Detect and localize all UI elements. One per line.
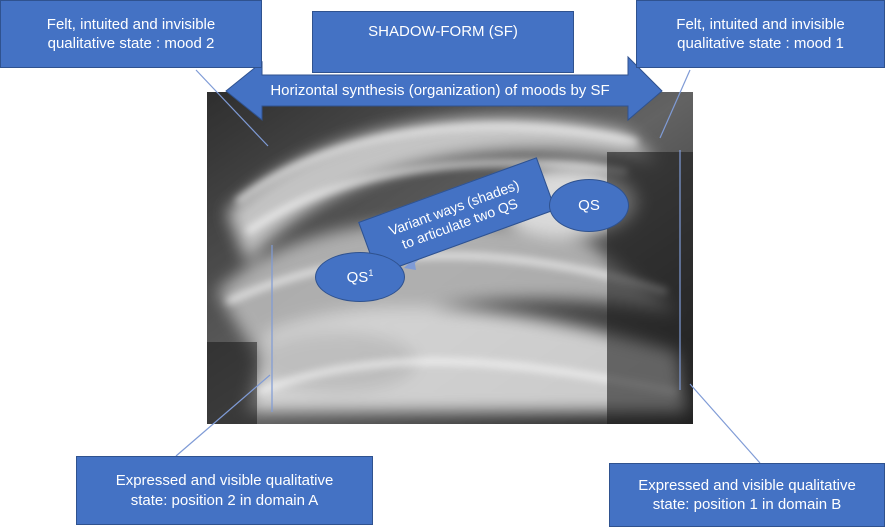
qs-label: QS xyxy=(578,197,600,214)
shadow-form-title-box: SHADOW-FORM (SF) xyxy=(312,11,574,73)
qs1-base: QS xyxy=(347,269,369,286)
position-1-box: Expressed and visible qualitative state:… xyxy=(609,463,885,527)
position-1-text: Expressed and visible qualitative state:… xyxy=(638,476,856,515)
qs1-label: QS1 xyxy=(347,268,374,286)
mood-1-text: Felt, intuited and invisible qualitative… xyxy=(676,15,844,54)
qs1-superscript: 1 xyxy=(368,268,373,278)
shadow-form-photo xyxy=(207,92,693,424)
mood-2-box: Felt, intuited and invisible qualitative… xyxy=(0,0,262,68)
shadow-form-title: SHADOW-FORM (SF) xyxy=(368,22,518,42)
qs1-ellipse: QS1 xyxy=(315,252,405,302)
mood-2-text: Felt, intuited and invisible qualitative… xyxy=(47,15,215,54)
position-2-text: Expressed and visible qualitative state:… xyxy=(116,471,334,510)
photo-artwork xyxy=(207,92,693,424)
qs-ellipse: QS xyxy=(549,179,629,232)
mood-1-box: Felt, intuited and invisible qualitative… xyxy=(636,0,885,68)
horizontal-synthesis-label: Horizontal synthesis (organization) of m… xyxy=(240,79,640,103)
connector-position1 xyxy=(690,384,760,463)
position-2-box: Expressed and visible qualitative state:… xyxy=(76,456,373,525)
